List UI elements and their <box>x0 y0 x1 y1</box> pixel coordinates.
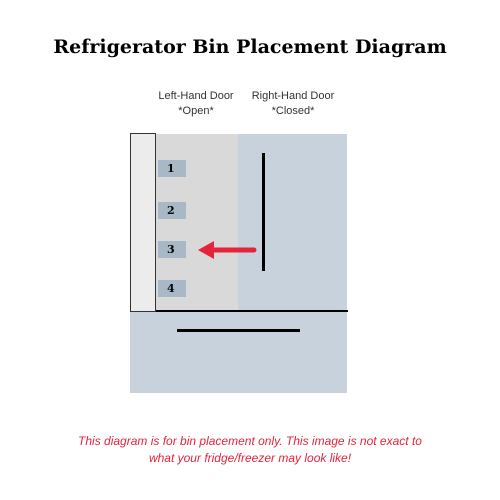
disclaimer-line-2: what your fridge/freezer may look like! <box>148 451 352 465</box>
fridge-freezer-divider <box>130 310 348 312</box>
left-door-state: *Open* <box>178 105 214 117</box>
bin-4: 4 <box>158 280 186 297</box>
freezer-handle <box>177 329 300 332</box>
bin-1: 1 <box>158 160 186 177</box>
right-door-label: Right-Hand Door *Closed* <box>233 89 353 119</box>
diagram-title: Refrigerator Bin Placement Diagram <box>53 36 447 58</box>
left-door-name: Left-Hand Door <box>158 90 234 102</box>
bin-2: 2 <box>158 202 186 219</box>
right-door-name: Right-Hand Door <box>251 90 335 102</box>
left-door-label: Left-Hand Door *Open* <box>136 89 256 119</box>
bin-pointer-arrow-icon <box>198 241 257 259</box>
right-door-handle <box>262 153 265 271</box>
right-fridge-door-closed <box>238 134 347 311</box>
disclaimer-line-1: This diagram is for bin placement only. … <box>78 434 422 448</box>
right-door-state: *Closed* <box>271 105 315 117</box>
freezer-drawer <box>130 311 347 393</box>
disclaimer-note: This diagram is for bin placement only. … <box>40 433 460 467</box>
bin-3: 3 <box>158 241 186 258</box>
left-door-open-panel <box>130 133 156 312</box>
